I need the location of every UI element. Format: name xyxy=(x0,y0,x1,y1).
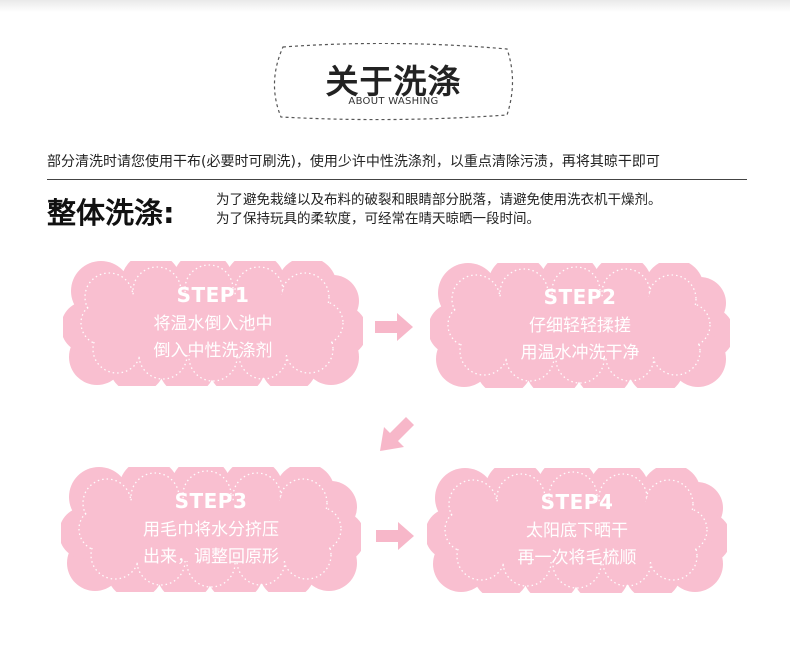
step-line: 出来，调整回原形 xyxy=(143,546,279,567)
divider xyxy=(47,179,747,180)
whole-wash-line: 为了避免栽缝以及布料的破裂和眼睛部分脱落，请避免使用洗衣机干燥剂。 xyxy=(216,192,662,208)
step-label: STEP4 xyxy=(540,489,614,514)
step-line: 太阳底下晒干 xyxy=(526,520,628,541)
cloud-shape xyxy=(427,468,727,593)
step-2-card: STEP2 仔细轻轻揉搓 用温水冲洗干净 xyxy=(430,263,730,388)
title-frame xyxy=(273,43,514,121)
step-line: 将温水倒入池中 xyxy=(153,313,273,334)
arrow-right-icon xyxy=(376,522,414,550)
arrow-right-icon xyxy=(375,313,413,341)
step-line: 倒入中性洗涤剂 xyxy=(153,340,273,361)
step-label: STEP2 xyxy=(543,284,617,309)
step-line: 用毛巾将水分挤压 xyxy=(143,519,279,540)
top-shadow xyxy=(0,0,790,12)
cloud-shape xyxy=(61,467,361,592)
cloud-shape xyxy=(63,261,363,386)
whole-wash-line: 为了保持玩具的柔软度，可经常在晴天晾晒一段时间。 xyxy=(216,211,540,227)
page-title: 关于洗涤 xyxy=(325,62,462,101)
step-1-card: STEP1 将温水倒入池中 倒入中性洗涤剂 xyxy=(63,261,363,386)
step-line: 仔细轻轻揉搓 xyxy=(529,315,631,336)
step-line: 用温水冲洗干净 xyxy=(520,342,640,363)
step-3-card: STEP3 用毛巾将水分挤压 出来，调整回原形 xyxy=(61,467,361,592)
whole-wash-description: 为了避免栽缝以及布料的破裂和眼睛部分脱落，请避免使用洗衣机干燥剂。 为了保持玩具… xyxy=(216,191,662,229)
step-4-card: STEP4 太阳底下晒干 再一次将毛梳顺 xyxy=(427,468,727,593)
cloud-shape xyxy=(430,263,730,388)
step-label: STEP1 xyxy=(176,282,250,307)
arrow-down-left-icon xyxy=(380,417,414,451)
step-line: 再一次将毛梳顺 xyxy=(517,547,637,568)
page-subtitle: ABOUT WASHING xyxy=(348,96,439,107)
whole-wash-title: 整体洗涤: xyxy=(47,196,175,230)
step-label: STEP3 xyxy=(174,488,248,513)
intro-text: 部分清洗时请您使用干布(必要时可刷洗)，使用少许中性洗涤剂，以重点清除污渍，再将… xyxy=(47,154,660,170)
title-badge: 关于洗涤 ABOUT WASHING xyxy=(271,43,516,121)
